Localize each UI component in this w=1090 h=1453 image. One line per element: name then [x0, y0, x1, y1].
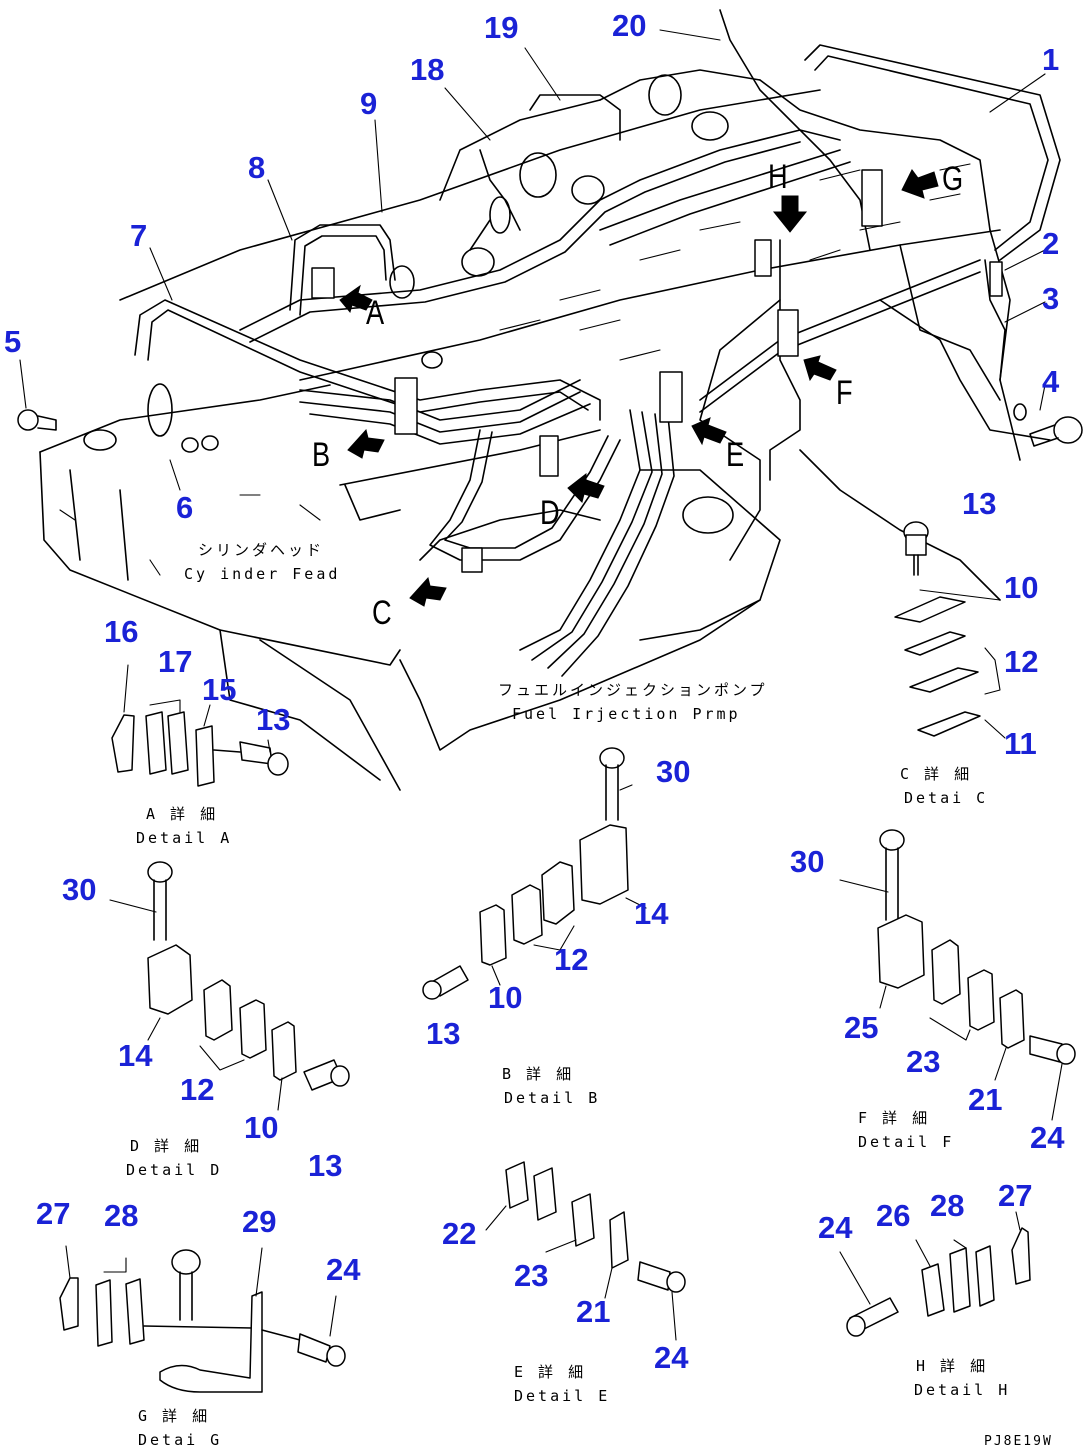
view-letter-d: D [540, 494, 560, 532]
callout-14-d: 14 [118, 1038, 153, 1073]
detail-g-caption-jp: G 詳 細 [138, 1407, 211, 1425]
view-letter-b: B [312, 436, 331, 474]
callout-12-c: 12 [1004, 644, 1039, 679]
detail-b-caption-jp: B 詳 細 [502, 1065, 575, 1083]
leader-lines [19, 29, 1046, 491]
callout-22-e: 22 [442, 1216, 477, 1251]
view-letter-h: H [768, 158, 788, 196]
callout-26-h: 26 [876, 1198, 911, 1233]
callout-30-d: 30 [62, 872, 97, 907]
detail-g-parts [59, 1245, 346, 1393]
detail-c-parts [894, 521, 1006, 739]
detail-e-caption-jp: E 詳 細 [514, 1363, 587, 1381]
callout-9: 9 [360, 86, 378, 121]
callout-13-b: 13 [426, 1016, 461, 1051]
detail-a-caption-en: Detail A [136, 829, 233, 847]
detail-g-caption-en: Detai G [138, 1431, 223, 1449]
fuel-tubes [134, 9, 1061, 677]
detail-f-parts [839, 829, 1076, 1121]
detail-a-caption-jp: A 詳 細 [146, 805, 219, 823]
detail-c-caption-jp: C 詳 細 [900, 765, 973, 783]
callout-6: 6 [176, 490, 194, 525]
callout-28-g: 28 [104, 1198, 139, 1233]
callout-12-d: 12 [180, 1072, 215, 1107]
view-letter-g: G [942, 160, 964, 198]
detail-c-caption-en: Detai C [904, 789, 989, 807]
callout-30-b: 30 [656, 754, 691, 789]
callout-23-e: 23 [514, 1258, 549, 1293]
detail-a-parts [111, 664, 289, 787]
callout-24-f: 24 [1030, 1120, 1065, 1155]
cylinder-head-label-en: Cy inder Fead [184, 565, 341, 583]
callout-10-c: 10 [1004, 570, 1039, 605]
drawing-code: PJ8E19W [984, 1434, 1053, 1449]
detail-h-parts [839, 1211, 1031, 1337]
view-letter-a: A [366, 294, 385, 332]
fuel-pump-label-en: Fuel Irjection Prmp [512, 705, 741, 723]
detail-e-caption-en: Detail E [514, 1387, 611, 1405]
callout-12-b: 12 [554, 942, 589, 977]
view-letter-e: E [726, 436, 745, 474]
detail-f-caption-jp: F 詳 細 [858, 1109, 931, 1127]
callout-30-f: 30 [790, 844, 825, 879]
callout-21-f: 21 [968, 1082, 1003, 1117]
callout-28-h: 28 [930, 1188, 965, 1223]
callout-20: 20 [612, 8, 647, 43]
callout-16-a: 16 [104, 614, 139, 649]
view-arrows [339, 169, 939, 607]
callout-27-g: 27 [36, 1196, 71, 1231]
callout-14-b: 14 [634, 896, 669, 931]
callout-13-d: 13 [308, 1148, 343, 1183]
detail-d-caption-jp: D 詳 細 [130, 1137, 203, 1155]
detail-b-parts [422, 747, 647, 1000]
callout-8: 8 [248, 150, 266, 185]
callout-4: 4 [1042, 364, 1060, 399]
callout-29-g: 29 [242, 1204, 277, 1239]
callout-1: 1 [1042, 42, 1060, 77]
callout-11-c: 11 [1004, 726, 1037, 761]
callout-5: 5 [4, 324, 22, 359]
callout-27-h: 27 [998, 1178, 1033, 1213]
bolt-4 [1013, 403, 1083, 447]
callout-2: 2 [1042, 226, 1060, 261]
callout-15-a: 15 [202, 672, 237, 707]
callout-23-f: 23 [906, 1044, 941, 1079]
callout-10-d: 10 [244, 1110, 279, 1145]
callout-24-g: 24 [326, 1252, 361, 1287]
callout-24-e: 24 [654, 1340, 689, 1375]
callout-24-h: 24 [818, 1210, 853, 1245]
callout-19: 19 [484, 10, 519, 45]
callout-10-b: 10 [488, 980, 523, 1015]
callout-18: 18 [410, 52, 445, 87]
callout-13-a: 13 [256, 702, 291, 737]
cylinder-head-label-jp: シリンダヘッド [198, 541, 325, 559]
callout-21-e: 21 [576, 1294, 611, 1329]
callout-17-a: 17 [158, 644, 193, 679]
view-letter-f: F [836, 374, 853, 412]
detail-h-caption-jp: H 詳 細 [916, 1357, 989, 1375]
callout-7: 7 [130, 218, 148, 253]
callout-3: 3 [1042, 281, 1060, 316]
view-letter-c: C [372, 594, 392, 632]
detail-b-caption-en: Detail B [504, 1089, 601, 1107]
detail-h-caption-en: Detail H [914, 1381, 1011, 1399]
detail-f-caption-en: Detail F [858, 1133, 955, 1151]
detail-e-parts [485, 1161, 686, 1341]
detail-d-caption-en: Detail D [126, 1161, 223, 1179]
fuel-pump-label-jp: フュエルインジェクションポンプ [498, 681, 768, 699]
callout-25-f: 25 [844, 1010, 879, 1045]
detail-d-parts [109, 861, 350, 1111]
engine-outline [39, 69, 1051, 791]
bolt-5 [17, 409, 57, 431]
callout-13-c: 13 [962, 486, 997, 521]
